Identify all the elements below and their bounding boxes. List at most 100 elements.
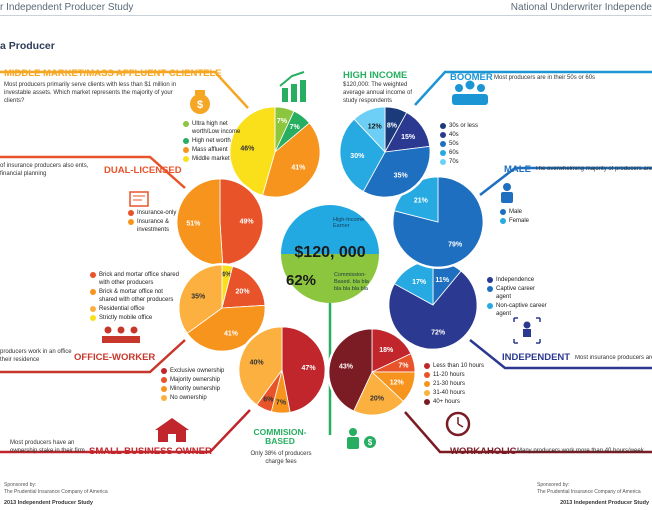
pie-slice <box>178 264 223 334</box>
pie-slice-label: 40% <box>250 359 265 366</box>
legend-swatch <box>90 306 96 313</box>
boomer-legend: 30s or less 40s 50s 60s 70s <box>440 122 485 167</box>
pie-slice <box>371 328 412 373</box>
commission-value: 62% <box>286 272 317 289</box>
dual-title: DUAL-LICENSED <box>104 165 182 176</box>
middle-market-text: Most producers primarily serve clients w… <box>4 82 177 104</box>
money-bag-icon: $ <box>190 90 210 114</box>
legend-swatch <box>424 399 430 406</box>
commission-label: Commission-Based. bla bla bla bla bla bl… <box>334 272 369 293</box>
legend-label: Male <box>509 209 523 215</box>
independent-title: INDEPENDENT <box>502 352 571 363</box>
pie-slice <box>392 176 484 268</box>
footer-right-study: 2013 Independent Producer Study <box>560 500 649 506</box>
pie-slice-label: 6% <box>263 397 274 404</box>
legend-swatch <box>440 123 446 129</box>
legend-label: 11-20 hours <box>433 372 465 379</box>
pie-slice-label: 18% <box>379 347 394 354</box>
legend-label: Captive career agent <box>496 286 536 301</box>
legend-label: Insurance & investments <box>137 219 170 234</box>
commission-text: Only 38% of producers charge fees <box>250 451 312 465</box>
pie-slice <box>186 304 266 352</box>
pie-slice-label: 11% <box>435 277 449 284</box>
legend-swatch <box>487 286 493 293</box>
legend-label: Mass affluent <box>192 147 228 154</box>
legend-label: No ownership <box>170 395 207 402</box>
legend-swatch <box>440 141 446 148</box>
pie-slice-label: 49% <box>240 219 255 226</box>
dual-text: of insurance producers also ents, financ… <box>0 163 89 177</box>
legend-label: Non-captive career agent <box>496 303 547 318</box>
workaholic-text: Many producers work more than 40 hours/w… <box>517 448 644 454</box>
legend-label: Strictly mobile office <box>99 315 153 322</box>
pie-male: 79%21% <box>391 175 485 269</box>
house-icon <box>155 418 189 442</box>
pie-slice-label: 15% <box>401 134 416 141</box>
legend-swatch <box>128 210 134 216</box>
pie-slice-label: 46% <box>240 146 255 153</box>
legend-swatch <box>90 272 96 278</box>
income-label: High-Income Earner <box>333 217 365 229</box>
pie-slice-label: 4% <box>221 271 232 278</box>
pie-slice-label: 8% <box>387 122 398 129</box>
workaholic-legend: Less than 10 hours 11-20 hours 21-30 hou… <box>424 362 494 407</box>
office-text: producers work in an office their reside… <box>0 349 72 363</box>
legend-label: High net worth <box>192 138 231 145</box>
pie-workaholic: 18% 7% 12% 20% 43% <box>327 327 417 417</box>
arrows-person-icon <box>513 317 541 344</box>
legend-label: Minority ownership <box>170 386 221 393</box>
legend-swatch <box>161 377 167 384</box>
legend-label: 30s or less <box>449 123 479 129</box>
workaholic-title: WORKAHOLIC <box>450 446 517 457</box>
pie-slice-label: 17% <box>412 279 427 286</box>
male-title: MALE <box>504 164 531 175</box>
legend-swatch <box>183 138 189 145</box>
legend-label: Ultra high net worth/Low income <box>192 121 241 136</box>
legend-swatch <box>161 386 167 393</box>
legend-label: 40+ hours <box>433 399 460 406</box>
legend-label: 70s <box>449 159 459 166</box>
legend-swatch <box>500 218 506 225</box>
pie-slice <box>339 118 386 192</box>
pie-slice-label: 7% <box>290 124 301 131</box>
legend-swatch <box>440 150 446 157</box>
independent-text: Most insurance producers are <box>575 355 652 361</box>
high-income-text: $120,000: The weighted average annual in… <box>343 82 413 104</box>
pie-slice-label: 35% <box>191 293 206 300</box>
pie-slice-label: 7% <box>398 362 409 369</box>
businessman-icon <box>501 183 513 203</box>
pie-slice-label: 20% <box>370 396 385 403</box>
pie-slice-label: 12% <box>390 379 405 386</box>
legend-swatch <box>128 219 134 226</box>
page-header: r Independent Producer Study National Un… <box>0 0 652 17</box>
boomer-text: Most producers are in their 50s or 60s <box>494 75 596 81</box>
pie-slice-label: 7% <box>276 400 287 407</box>
pie-slice <box>388 270 478 350</box>
pie-small-business: 47%7%6%40% <box>237 325 327 415</box>
male-legend: Male Female <box>500 208 540 226</box>
pie-slice <box>328 328 373 412</box>
legend-swatch <box>161 395 167 402</box>
footer-right-sponsor: Sponsored by: <box>537 482 570 488</box>
header-right-title: National Underwriter Independe <box>510 2 652 13</box>
independent-legend: Independence Captive career agent Non-ca… <box>487 276 549 319</box>
certificate-icon <box>129 191 149 207</box>
pie-slice <box>362 145 431 198</box>
small-biz-title: SMALL BUSINESS OWNER <box>89 446 212 457</box>
boomer-title: BOOMER <box>450 72 493 83</box>
legend-swatch <box>487 303 493 310</box>
commission-title: COMMISION-BASED <box>253 427 307 447</box>
pie-slice <box>281 326 326 413</box>
svg-text:$: $ <box>197 99 203 111</box>
office-title: OFFICE-WORKER <box>74 352 156 363</box>
pie-slice-label: 43% <box>339 364 354 371</box>
pie-slice <box>262 122 321 198</box>
clock-icon <box>445 411 471 437</box>
legend-label: 21-30 hours <box>433 381 466 388</box>
legend-label: Insurance-only <box>137 210 177 216</box>
pie-dual-licensed: 49%51% <box>175 177 265 267</box>
income-value: $120, 000 <box>294 244 366 261</box>
pie-slice-label: 21% <box>414 197 429 204</box>
footer-right: Sponsored by: The Prudential Insurance C… <box>537 482 649 507</box>
